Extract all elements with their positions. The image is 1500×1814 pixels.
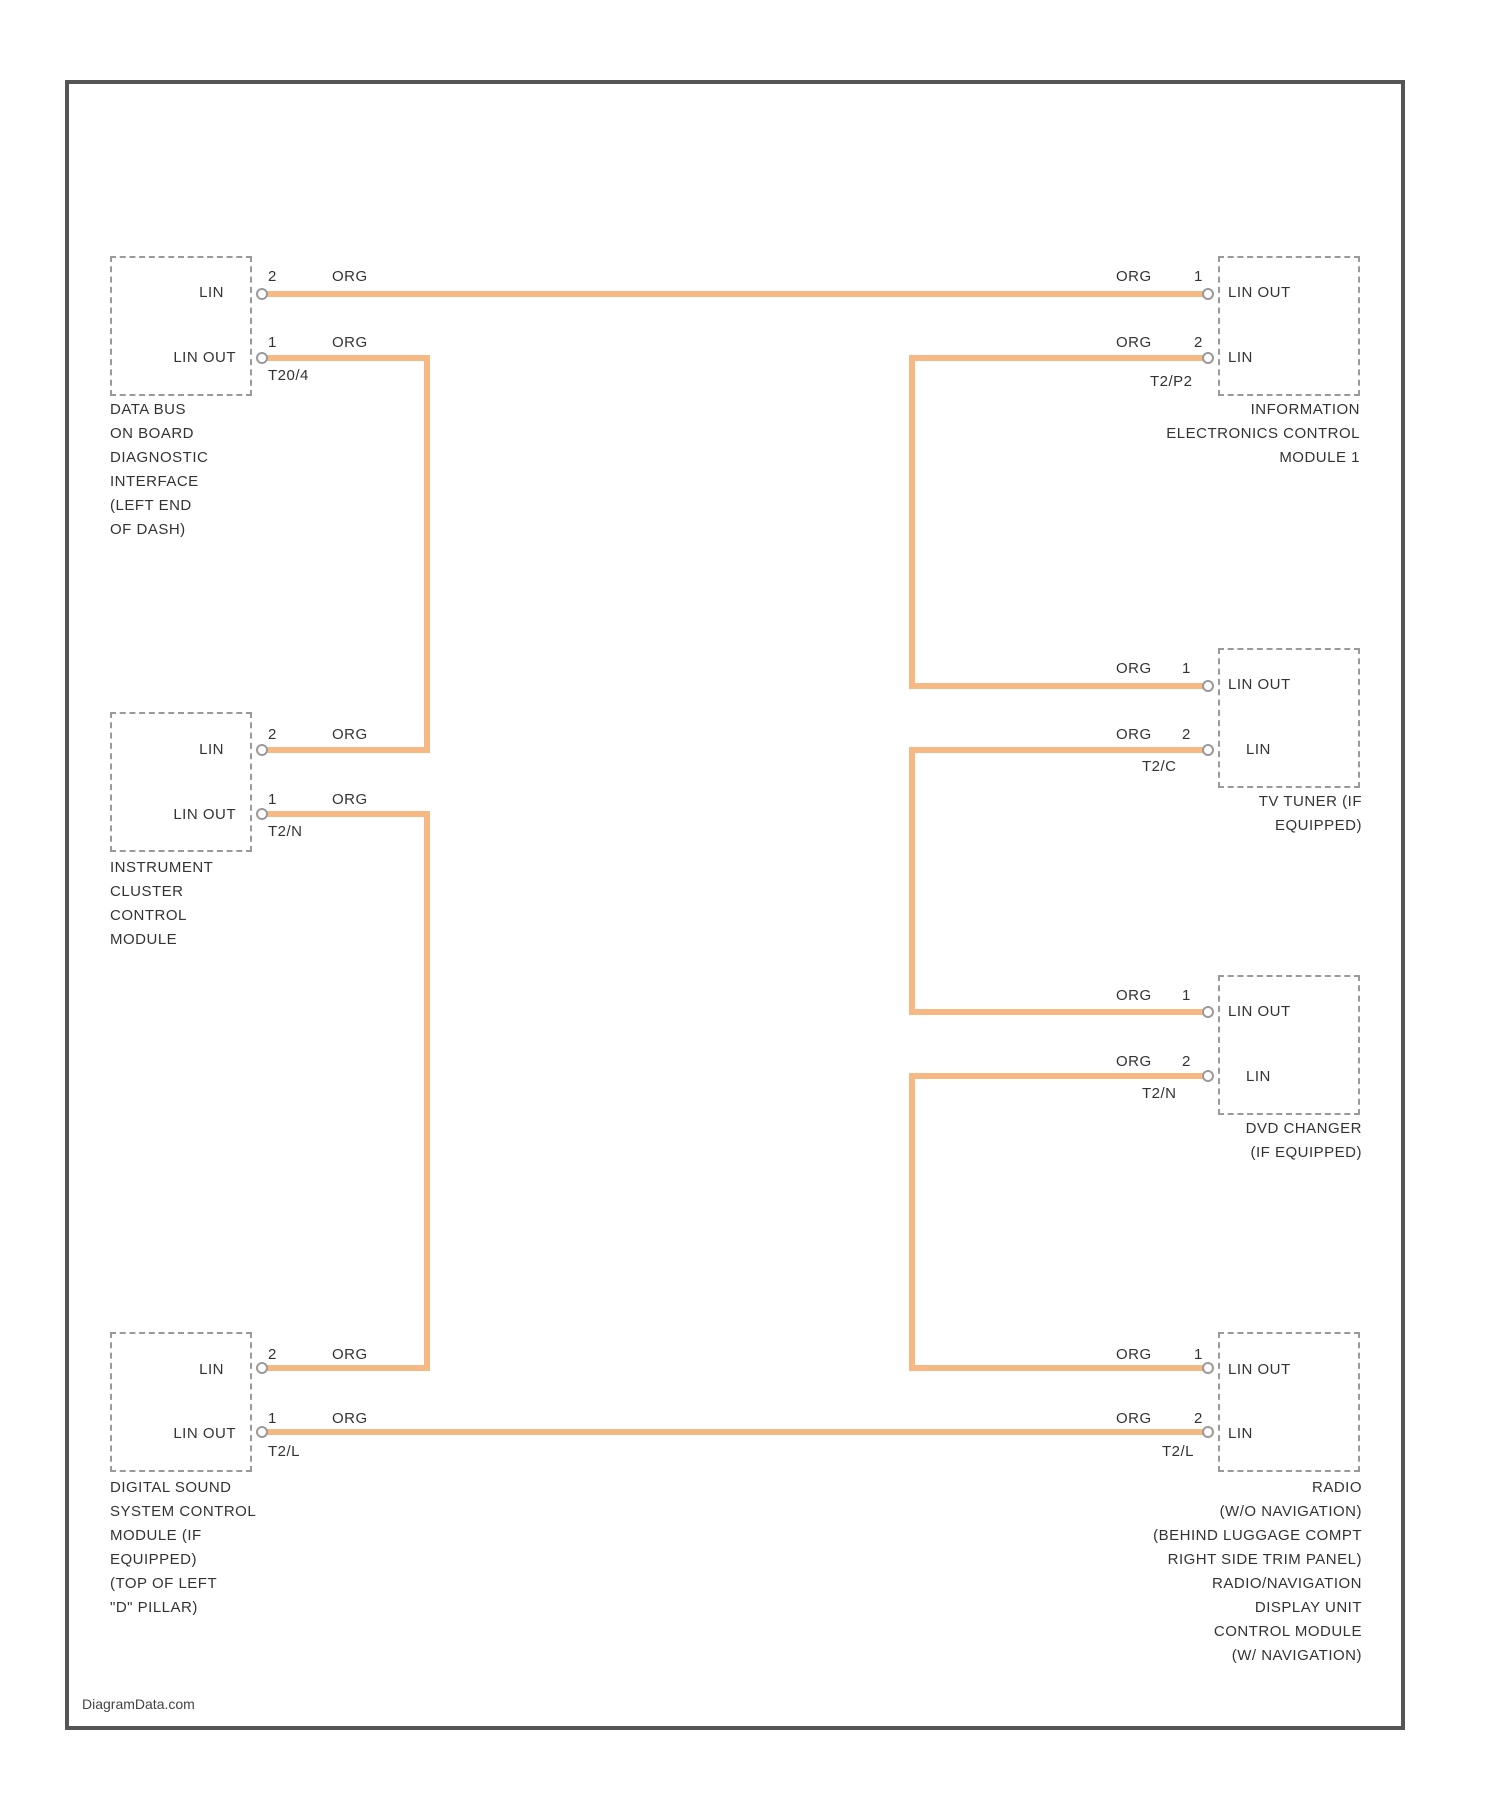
radio-wire-label-top: ORG	[1116, 1346, 1152, 1363]
pin-terminal-3	[257, 809, 267, 819]
info-electronics-pin-lin-out: LIN OUT	[1228, 284, 1291, 301]
radio-pin-lin: LIN	[1228, 1425, 1253, 1442]
dvd-changer-pin-number-1: 1	[1182, 987, 1191, 1004]
radio-wire-label-bottom: ORG	[1116, 1410, 1152, 1427]
pin-terminal-1	[257, 353, 267, 363]
pin-terminal-5	[257, 1427, 267, 1437]
data-bus-wire-label-top: ORG	[332, 268, 368, 285]
tv-tuner-label: TV TUNER (IF EQUIPPED)	[1259, 790, 1362, 838]
dvd-changer-wire-label-top: ORG	[1116, 987, 1152, 1004]
data-bus-pin-lin-out: LIN OUT	[173, 349, 236, 366]
instrument-cluster-connector: T2/N	[268, 823, 303, 840]
info-electronics-pin-lin: LIN	[1228, 349, 1253, 366]
pin-terminal-10	[1203, 1007, 1213, 1017]
pin-terminal-6	[1203, 289, 1213, 299]
pin-terminal-4	[257, 1363, 267, 1373]
data-bus-connector: T20/4	[268, 367, 309, 384]
data-bus-wire-label-bottom: ORG	[332, 334, 368, 351]
digital-sound-label: DIGITAL SOUND SYSTEM CONTROL MODULE (IF …	[110, 1476, 256, 1620]
pin-terminal-0	[257, 289, 267, 299]
instrument-cluster-module	[110, 712, 252, 852]
dvd-changer-wire-label-bottom: ORG	[1116, 1053, 1152, 1070]
wire-cluster-lin-out-to-sound-lin	[262, 814, 427, 1368]
radio-module	[1218, 1332, 1360, 1472]
radio-pin-number-1: 1	[1194, 1346, 1203, 1363]
instrument-cluster-wire-label-top: ORG	[332, 726, 368, 743]
data-bus-pin-lin: LIN	[199, 284, 224, 301]
digital-sound-connector: T2/L	[268, 1443, 300, 1460]
wire-databus-lin-out-to-cluster-lin	[262, 358, 427, 750]
instrument-cluster-pin-number-2: 2	[268, 726, 277, 743]
data-bus-label: DATA BUS ON BOARD DIAGNOSTIC INTERFACE (…	[110, 398, 208, 542]
info-electronics-pin-number-2: 2	[1194, 334, 1203, 351]
wire-tv-lin-to-dvd-lin-out	[912, 750, 1208, 1012]
dvd-changer-module	[1218, 975, 1360, 1115]
digital-sound-pin-number-2: 2	[268, 1346, 277, 1363]
tv-tuner-pin-number-2: 2	[1182, 726, 1191, 743]
pin-terminal-13	[1203, 1427, 1213, 1437]
tv-tuner-connector: T2/C	[1142, 758, 1177, 775]
data-bus-module	[110, 256, 252, 396]
tv-tuner-module	[1218, 648, 1360, 788]
info-electronics-wire-label-bottom: ORG	[1116, 334, 1152, 351]
pin-terminal-9	[1203, 745, 1213, 755]
pin-terminal-12	[1203, 1363, 1213, 1373]
data-bus-pin-number-1: 1	[268, 334, 277, 351]
instrument-cluster-pin-number-1: 1	[268, 791, 277, 808]
digital-sound-module	[110, 1332, 252, 1472]
pin-terminal-8	[1203, 681, 1213, 691]
info-electronics-wire-label-top: ORG	[1116, 268, 1152, 285]
wire-group	[262, 294, 1208, 1432]
info-electronics-connector: T2/P2	[1150, 373, 1193, 390]
tv-tuner-wire-label-bottom: ORG	[1116, 726, 1152, 743]
dvd-changer-pin-number-2: 2	[1182, 1053, 1191, 1070]
wire-dvd-lin-to-radio-lin-out	[912, 1076, 1208, 1368]
info-electronics-pin-number-1: 1	[1194, 268, 1203, 285]
digital-sound-wire-label-bottom: ORG	[332, 1410, 368, 1427]
tv-tuner-pin-number-1: 1	[1182, 660, 1191, 677]
dvd-changer-connector: T2/N	[1142, 1085, 1177, 1102]
pin-terminal-11	[1203, 1071, 1213, 1081]
dvd-changer-pin-lin: LIN	[1246, 1068, 1271, 1085]
instrument-cluster-wire-label-bottom: ORG	[332, 791, 368, 808]
info-electronics-module	[1218, 256, 1360, 396]
radio-pin-lin-out: LIN OUT	[1228, 1361, 1291, 1378]
credit-text: DiagramData.com	[82, 1696, 195, 1712]
pin-terminal-2	[257, 745, 267, 755]
instrument-cluster-pin-lin: LIN	[199, 741, 224, 758]
radio-pin-number-2: 2	[1194, 1410, 1203, 1427]
instrument-cluster-pin-lin-out: LIN OUT	[173, 806, 236, 823]
instrument-cluster-label: INSTRUMENT CLUSTER CONTROL MODULE	[110, 856, 213, 952]
radio-label: RADIO (W/O NAVIGATION) (BEHIND LUGGAGE C…	[1153, 1476, 1362, 1668]
wire-info-lin-to-tv-lin-out	[912, 358, 1208, 686]
info-electronics-label: INFORMATION ELECTRONICS CONTROL MODULE 1	[1166, 398, 1360, 470]
tv-tuner-pin-lin: LIN	[1246, 741, 1271, 758]
tv-tuner-pin-lin-out: LIN OUT	[1228, 676, 1291, 693]
digital-sound-pin-lin-out: LIN OUT	[173, 1425, 236, 1442]
data-bus-pin-number-2: 2	[268, 268, 277, 285]
radio-connector: T2/L	[1162, 1443, 1194, 1460]
digital-sound-pin-number-1: 1	[268, 1410, 277, 1427]
pin-terminal-7	[1203, 353, 1213, 363]
digital-sound-wire-label-top: ORG	[332, 1346, 368, 1363]
dvd-changer-pin-lin-out: LIN OUT	[1228, 1003, 1291, 1020]
dvd-changer-label: DVD CHANGER (IF EQUIPPED)	[1246, 1117, 1362, 1165]
digital-sound-pin-lin: LIN	[199, 1361, 224, 1378]
tv-tuner-wire-label-top: ORG	[1116, 660, 1152, 677]
